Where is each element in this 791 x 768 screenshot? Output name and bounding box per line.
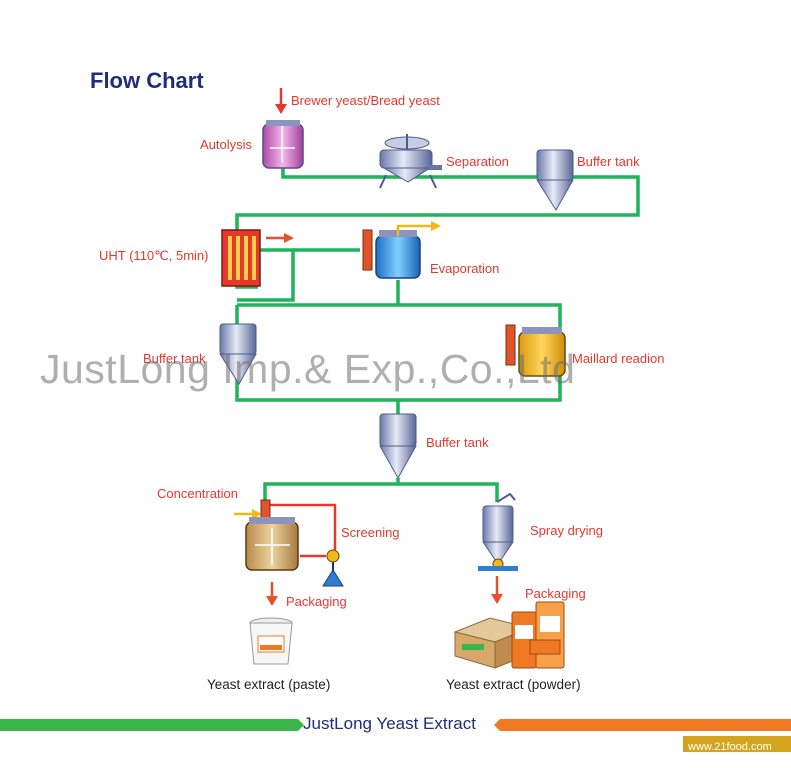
input-label: Brewer yeast/Bread yeast bbox=[291, 93, 440, 108]
step-autolysis: Autolysis bbox=[200, 137, 253, 152]
step-separation: Separation bbox=[446, 154, 509, 169]
paste-bucket-image bbox=[249, 617, 293, 665]
pipe-to-spray bbox=[398, 482, 499, 502]
step-screening: Screening bbox=[341, 525, 400, 540]
uht-heater bbox=[221, 229, 294, 287]
buffer-tank-3 bbox=[379, 413, 417, 480]
separator bbox=[379, 134, 442, 189]
product-powder-label: Yeast extract (powder) bbox=[446, 677, 581, 692]
step-buffer-tank-1: Buffer tank bbox=[577, 154, 640, 169]
maillard-reactor bbox=[505, 324, 566, 377]
pipe-split bbox=[263, 478, 400, 505]
step-packaging-paste: Packaging bbox=[286, 594, 347, 609]
buffer-tank-1 bbox=[536, 149, 574, 211]
step-spray-drying: Spray drying bbox=[530, 523, 603, 538]
step-buffer-tank-2: Buffer tank bbox=[143, 351, 206, 366]
powder-products-image bbox=[453, 601, 565, 669]
step-concentration: Concentration bbox=[157, 486, 238, 501]
screening-loop bbox=[270, 503, 337, 558]
step-evaporation: Evaporation bbox=[430, 261, 500, 276]
product-paste-label: Yeast extract (paste) bbox=[207, 677, 331, 692]
pipe-uht-to-evaporation bbox=[237, 248, 295, 302]
step-packaging-powder: Packaging bbox=[525, 586, 586, 601]
packaging-arrows bbox=[266, 576, 503, 606]
concentration-tank bbox=[234, 499, 299, 571]
bottom-banner bbox=[0, 719, 791, 752]
banner-text: JustLong Yeast Extract bbox=[303, 714, 476, 733]
site-url: www.21food.com bbox=[688, 741, 772, 753]
pipelines bbox=[235, 163, 640, 505]
page-title: Flow Chart bbox=[90, 68, 204, 93]
spray-dryer bbox=[478, 492, 518, 571]
screening-pump bbox=[322, 549, 344, 587]
step-uht: UHT (110℃, 5min) bbox=[99, 248, 209, 263]
autolysis-tank bbox=[262, 120, 304, 169]
watermark: JustLong Imp.& Exp.,Co.,Ltd bbox=[40, 346, 576, 392]
step-buffer-tank-3: Buffer tank bbox=[426, 435, 489, 450]
step-maillard: Maillard readion bbox=[572, 351, 665, 366]
pipe-autolysis-to-buffer bbox=[235, 163, 640, 289]
evaporator bbox=[362, 221, 441, 279]
buffer-tank-2 bbox=[219, 323, 257, 385]
input-arrow bbox=[275, 88, 287, 114]
